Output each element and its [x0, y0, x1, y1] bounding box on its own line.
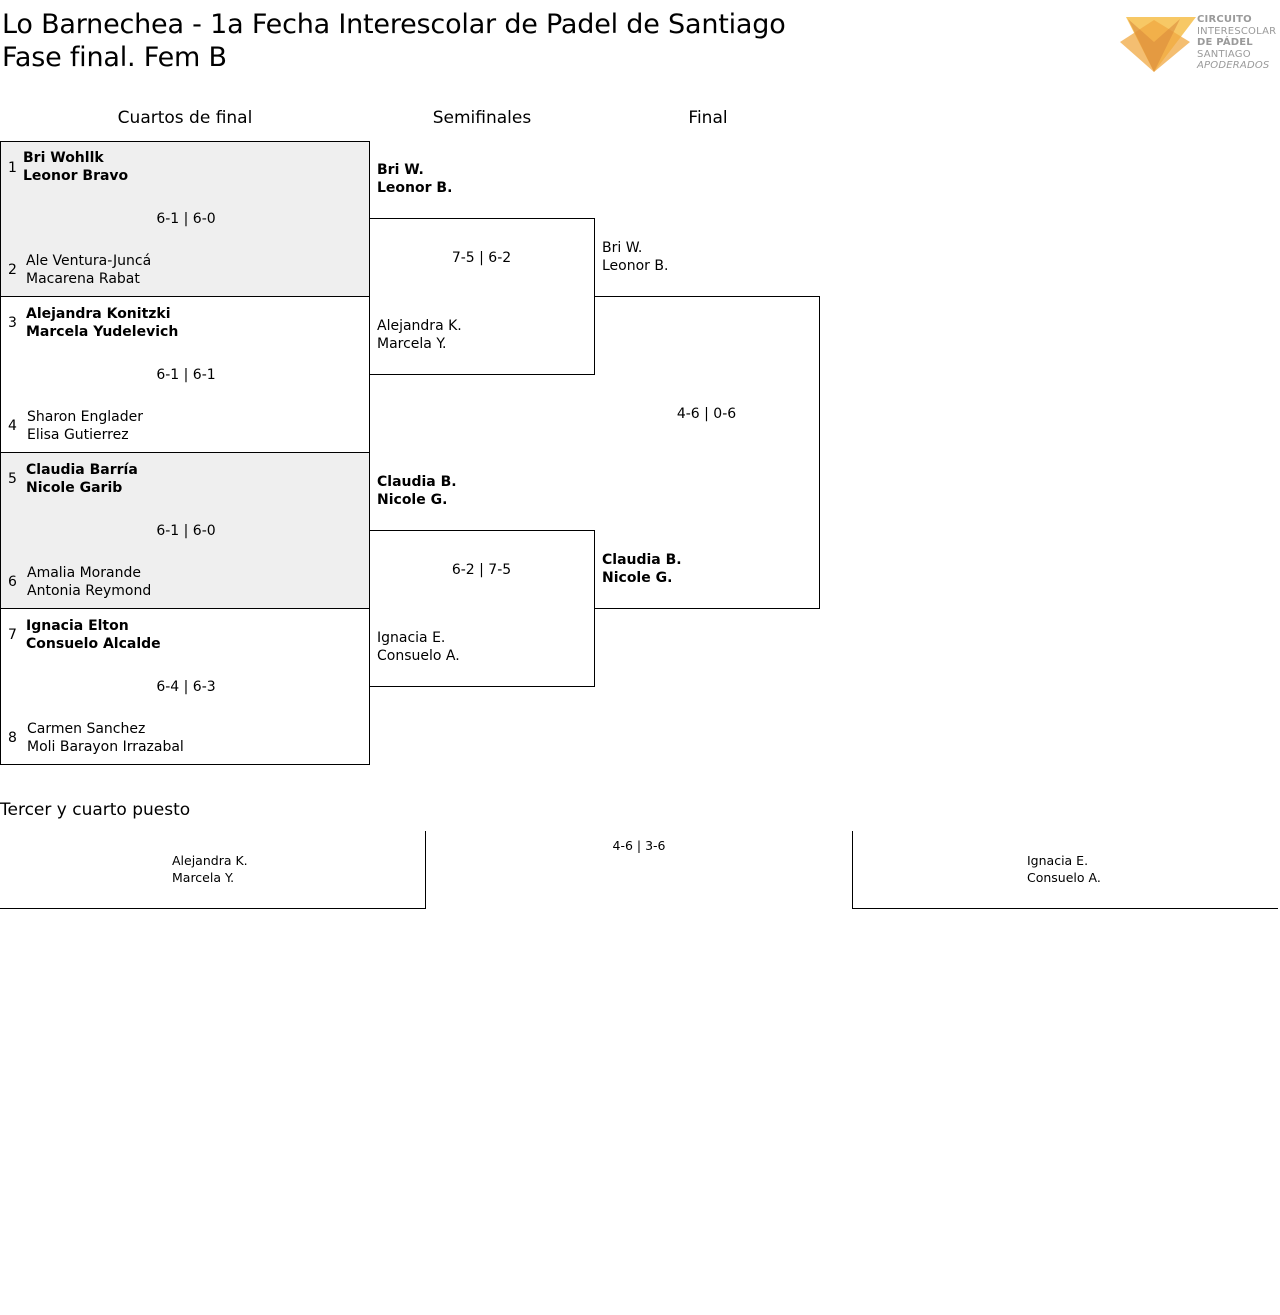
team-loser: Ale Ventura-Juncá Macarena Rabat	[26, 252, 151, 288]
round-header-semifinals: Semifinales	[432, 108, 532, 128]
semifinal-match-2: 6-2 | 7-5 Ignacia E. Consuelo A.	[369, 530, 595, 687]
team-winner: Claudia Barría Nicole Garib	[26, 461, 138, 497]
third-place-left-slot: Alejandra K. Marcela Y.	[0, 831, 426, 909]
player-name: Nicole Garib	[26, 480, 123, 496]
player-name: Ignacia E.	[377, 630, 446, 646]
match-score: 6-1 | 6-0	[156, 211, 216, 227]
final-team-winner: Claudia B. Nicole G.	[602, 551, 682, 587]
final-team-top: Bri W. Leonor B.	[602, 239, 668, 275]
title-line-1: Lo Barnechea - 1a Fecha Interescolar de …	[2, 9, 786, 40]
quarterfinal-match-3: 5 Claudia Barría Nicole Garib 6-1 | 6-0 …	[0, 452, 370, 609]
match-score: 6-1 | 6-0	[156, 523, 216, 539]
seed-number: 7	[8, 627, 17, 643]
quarterfinal-match-1: 1 Bri Wohllk Leonor Bravo 6-1 | 6-0 2 Al…	[0, 141, 370, 297]
player-name: Claudia B.	[602, 552, 682, 568]
team-loser: Sharon Englader Elisa Gutierrez	[27, 408, 143, 444]
semifinal-match-1: 7-5 | 6-2 Alejandra K. Marcela Y.	[369, 218, 595, 375]
player-name: Leonor Bravo	[23, 168, 129, 184]
player-name: Moli Barayon Irrazabal	[27, 739, 184, 755]
player-name: Bri Wohllk	[23, 150, 104, 166]
team-loser: Carmen Sanchez Moli Barayon Irrazabal	[27, 720, 184, 756]
player-name: Amalia Morande	[27, 565, 141, 581]
logo-text-3: DE PÁDEL	[1197, 37, 1253, 49]
team-winner: Alejandra Konitzki Marcela Yudelevich	[26, 305, 178, 341]
round-header-quarterfinals: Cuartos de final	[117, 108, 253, 128]
player-name: Bri W.	[602, 240, 643, 256]
player-name: Sharon Englader	[27, 409, 144, 425]
final-match: 4-6 | 0-6 Claudia B. Nicole G.	[594, 296, 820, 609]
semifinal-2-team-winner: Claudia B. Nicole G.	[377, 473, 457, 509]
title-line-2: Fase final. Fem B	[2, 42, 227, 73]
semifinal-2-team-loser: Ignacia E. Consuelo A.	[377, 629, 460, 665]
quarterfinal-match-2: 3 Alejandra Konitzki Marcela Yudelevich …	[0, 296, 370, 453]
seed-number: 1	[8, 160, 17, 176]
third-place-team-right: Ignacia E. Consuelo A.	[1027, 852, 1101, 886]
semifinal-1-team-loser: Alejandra K. Marcela Y.	[377, 317, 462, 353]
logo-shape-dark	[1128, 19, 1180, 72]
player-name: Ignacia Elton	[26, 618, 129, 634]
player-name: Nicole G.	[602, 570, 673, 586]
match-score: 6-1 | 6-1	[156, 367, 216, 383]
seed-number: 5	[8, 471, 17, 487]
match-score: 4-6 | 0-6	[676, 406, 737, 422]
seed-number: 2	[8, 262, 17, 278]
semifinal-1-team-winner: Bri W. Leonor B.	[377, 161, 452, 197]
player-name: Macarena Rabat	[26, 271, 140, 287]
seed-number: 4	[8, 418, 17, 434]
match-score: 6-2 | 7-5	[451, 562, 512, 578]
player-name: Alejandra K.	[377, 318, 462, 334]
seed-number: 8	[8, 730, 17, 746]
match-score: 6-4 | 6-3	[156, 679, 216, 695]
player-name: Ale Ventura-Juncá	[26, 253, 152, 269]
quarterfinal-match-4: 7 Ignacia Elton Consuelo Alcalde 6-4 | 6…	[0, 608, 370, 765]
circuit-logo-icon	[1120, 17, 1196, 72]
seed-number: 6	[8, 574, 17, 590]
player-name: Marcela Y.	[377, 336, 447, 352]
team-loser: Amalia Morande Antonia Reymond	[27, 564, 151, 600]
team-winner: Bri Wohllk Leonor Bravo	[23, 149, 128, 185]
match-score: 7-5 | 6-2	[451, 250, 512, 266]
third-place-title: Tercer y cuarto puesto	[0, 800, 191, 820]
player-name: Nicole G.	[377, 492, 448, 508]
third-place-score: 4-6 | 3-6	[612, 838, 666, 853]
team-winner: Ignacia Elton Consuelo Alcalde	[26, 617, 161, 653]
page-title: Lo Barnechea - 1a Fecha Interescolar de …	[2, 8, 786, 74]
player-name: Consuelo Alcalde	[26, 636, 161, 652]
player-name: Marcela Y.	[172, 870, 235, 885]
player-name: Alejandra K.	[172, 853, 248, 868]
player-name: Alejandra Konitzki	[26, 306, 171, 322]
third-place-right-slot: Ignacia E. Consuelo A.	[852, 831, 1278, 909]
player-name: Antonia Reymond	[27, 583, 152, 599]
player-name: Claudia Barría	[26, 462, 138, 478]
player-name: Marcela Yudelevich	[26, 324, 179, 340]
logo-text-2: INTERESCOLAR	[1197, 25, 1277, 37]
round-header-final: Final	[688, 108, 728, 128]
player-name: Carmen Sanchez	[27, 721, 146, 737]
player-name: Leonor B.	[602, 258, 669, 274]
logo-text-5: APODERADOS	[1197, 60, 1270, 72]
third-place-team-left: Alejandra K. Marcela Y.	[172, 852, 248, 886]
player-name: Ignacia E.	[1027, 853, 1089, 868]
player-name: Consuelo A.	[377, 648, 460, 664]
player-name: Leonor B.	[377, 180, 453, 196]
seed-number: 3	[8, 315, 17, 331]
player-name: Bri W.	[377, 162, 424, 178]
logo-text: CIRCUITO INTERESCOLAR DE PÁDEL SANTIAGO …	[1197, 14, 1276, 72]
player-name: Elisa Gutierrez	[27, 427, 129, 443]
logo-text-4: SANTIAGO	[1197, 48, 1251, 60]
player-name: Claudia B.	[377, 474, 457, 490]
logo-text-1: CIRCUITO	[1197, 14, 1252, 25]
player-name: Consuelo A.	[1027, 870, 1101, 885]
